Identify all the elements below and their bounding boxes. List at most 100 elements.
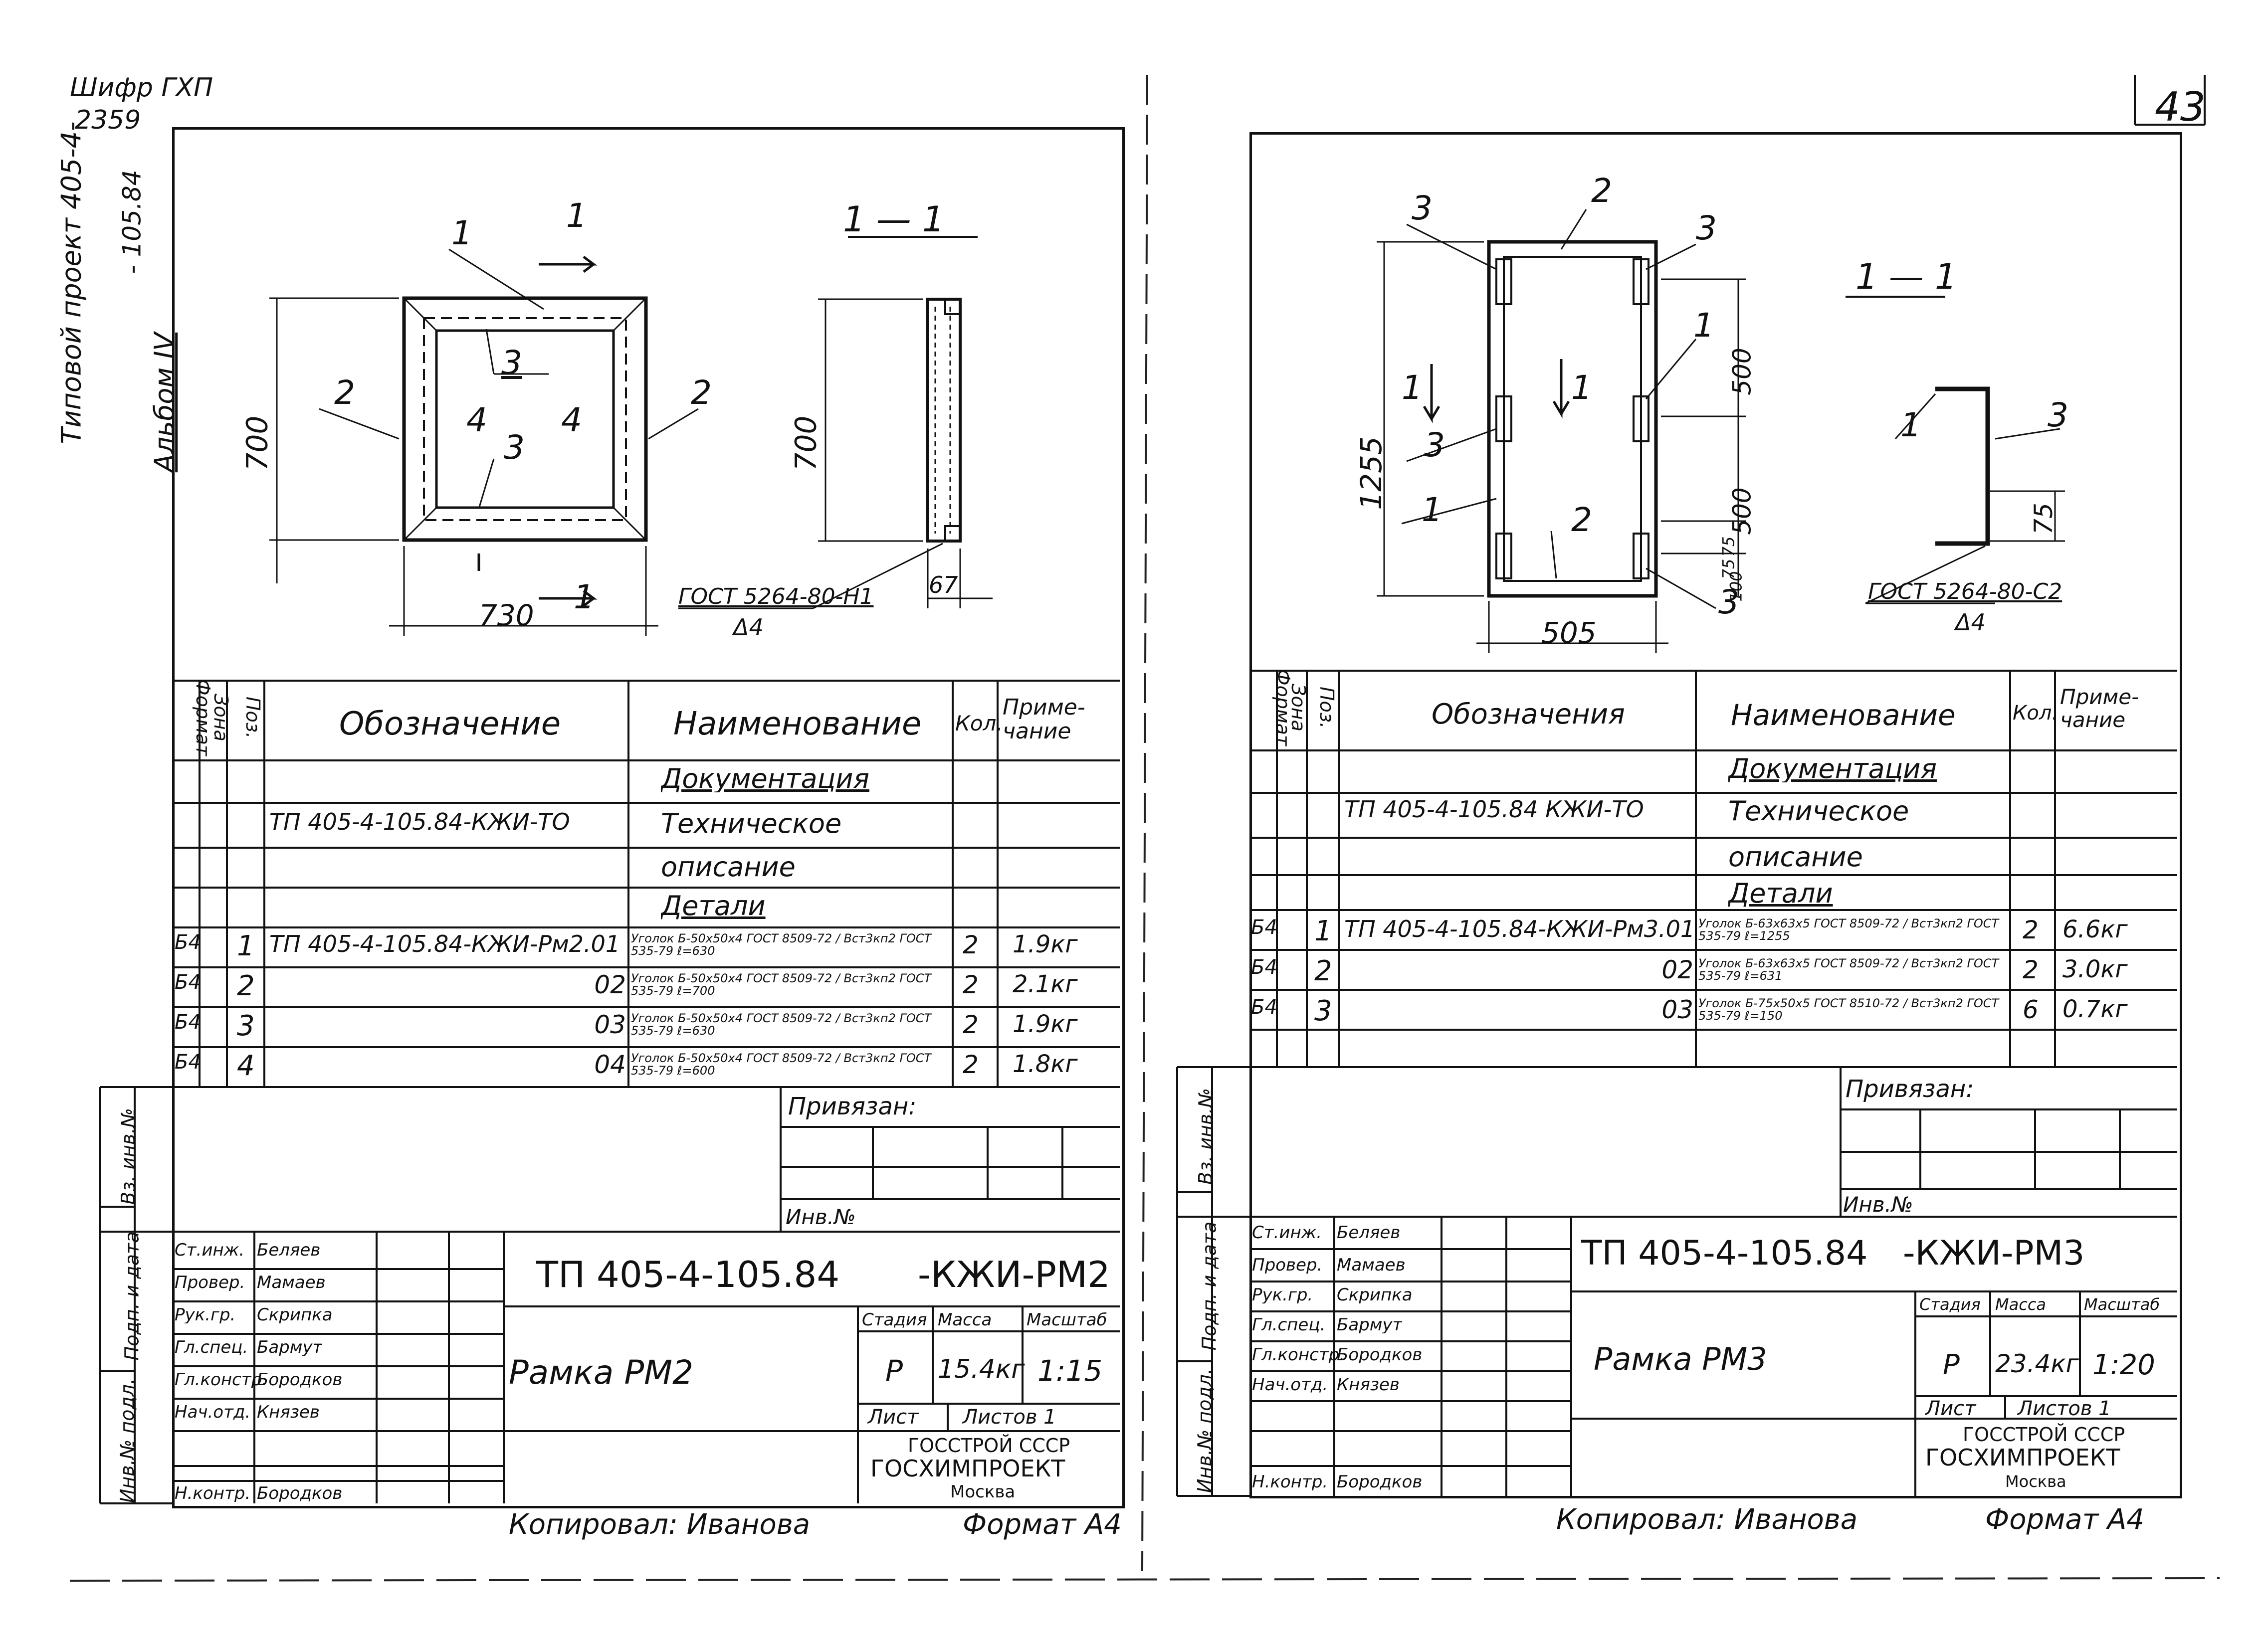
right-org-1: ГОССТРОЙ СССР: [1963, 1424, 2125, 1446]
right-doc-suffix: -КЖИ-РМ3: [1903, 1234, 2085, 1273]
left-dim-width: 730: [479, 598, 534, 632]
left-mass-hdr: Масса: [938, 1310, 992, 1330]
spec-cell-note: 1.9кг: [1013, 1012, 1078, 1036]
spec-cell-pos: 2: [237, 972, 255, 1000]
left-hdr-qty: Кол.: [955, 711, 1003, 735]
left-scale-hdr: Масштаб: [1027, 1310, 1107, 1330]
left-privyazan: Привязан:: [788, 1093, 917, 1120]
left-pos-2a: 2: [334, 373, 355, 412]
archive-number: 2359: [75, 105, 141, 135]
signature-role: Провер.: [1252, 1257, 1323, 1274]
spec-cell-name: Уголок Б-50х50х4 ГОСТ 8509-72 / Вст3кп2 …: [631, 972, 932, 998]
spec-cell-designation: 04: [594, 1052, 626, 1077]
spec-cell-designation: ТП 405-4-105.84-КЖИ-Рм2.01: [269, 932, 620, 955]
signature-name: Бородков: [1337, 1346, 1423, 1363]
spec-cell-name: Детали: [1728, 880, 1833, 907]
right-doc-code: ТП 405-4-105.84: [1581, 1234, 1868, 1273]
signature-name: Скрипка: [1337, 1286, 1413, 1303]
left-cut-mark-bottom: 1: [574, 578, 595, 616]
signature-name: Мамаев: [257, 1274, 326, 1291]
left-section-title: 1 — 1: [843, 199, 945, 240]
spec-cell-note: 1.9кг: [1013, 932, 1078, 956]
left-format: Формат А4: [963, 1508, 1122, 1541]
left-hdr-note: Приме-чание: [1003, 696, 1085, 744]
right-pos-3b: 3: [1696, 209, 1717, 247]
right-pos-3c: 3: [1424, 426, 1445, 464]
left-sheet: [172, 127, 1125, 1508]
right-scale: 1:20: [2092, 1349, 2155, 1381]
spec-cell-format: Б4: [175, 932, 201, 952]
left-org-1: ГОССТРОЙ СССР: [908, 1435, 1070, 1457]
left-sheet-label: Лист: [868, 1406, 919, 1429]
signature-name: Беляев: [257, 1242, 321, 1259]
left-pos-3b: 3: [504, 428, 525, 467]
signature-role: Рук.гр.: [1252, 1286, 1313, 1303]
right-pos-2b: 2: [1571, 501, 1592, 539]
right-scale-hdr: Масштаб: [2084, 1295, 2160, 1314]
spec-cell-note: 3.0кг: [2062, 957, 2128, 981]
right-cut-mark-center: 1: [1571, 368, 1592, 407]
signature-role: Н.контр.: [175, 1485, 251, 1502]
left-weld-note: ГОСТ 5264-80-Н1: [678, 584, 874, 609]
signature-name: Бармут: [1337, 1316, 1403, 1333]
left-stage: Р: [885, 1354, 903, 1388]
spec-cell-pos: 3: [1314, 997, 1332, 1025]
signature-name: Бородков: [257, 1371, 343, 1388]
spec-cell-name: Уголок Б-75х50х5 ГОСТ 8510-72 / Вст3кп2 …: [1698, 997, 1999, 1023]
spec-cell-qty: 2: [963, 932, 979, 957]
spec-cell-qty: 2: [963, 1052, 979, 1077]
left-pos-4a: 4: [466, 401, 487, 439]
spec-cell-format: Б4: [175, 1052, 201, 1072]
left-pos-2b: 2: [691, 373, 712, 412]
right-cut-mark-left: 1: [1402, 368, 1423, 407]
left-title: Рамка РМ2: [509, 1353, 694, 1392]
right-stamp-inv-podl: Инв.№ подл.: [1194, 1368, 1216, 1493]
left-section-view: [926, 298, 962, 543]
signature-role: Н.контр.: [1252, 1473, 1328, 1490]
spec-cell-designation: 02: [594, 972, 626, 997]
right-stage: Р: [1943, 1349, 1960, 1381]
right-pos-3a: 3: [1412, 189, 1433, 227]
spec-cell-designation: ТП 405-4-105.84-КЖИ-Рм3.01: [1344, 917, 1693, 940]
spec-cell-format: Б4: [1251, 917, 1277, 937]
signature-role: Гл.спец.: [1252, 1316, 1326, 1333]
right-privyazan: Привязан:: [1846, 1075, 1974, 1103]
left-org-3: Москва: [950, 1482, 1016, 1502]
spec-cell-pos: 4: [237, 1052, 255, 1080]
right-stamp-vz-inv: Вз. инв.№: [1194, 1088, 1217, 1185]
signature-role: Гл.констр.: [175, 1371, 267, 1388]
right-org-2: ГОСХИМПРОЕКТ: [1925, 1444, 2120, 1471]
right-copied: Копировал: Иванова: [1556, 1503, 1858, 1536]
left-dim-small: 67: [929, 571, 958, 598]
right-section-channel: [1935, 386, 1990, 546]
signature-role: Нач.отд.: [175, 1404, 251, 1421]
right-mass: 23.4кг: [1995, 1349, 2079, 1378]
spec-cell-name: описание: [661, 854, 796, 881]
right-pos-1c: 1: [1900, 406, 1921, 444]
spec-cell-qty: 6: [2023, 997, 2039, 1022]
right-hdr-name: Наименование: [1731, 698, 1956, 732]
right-pos-3e: 3: [2048, 396, 2068, 434]
left-hdr-name: Наименование: [673, 706, 922, 742]
right-stamp-podp: Подп. и дата: [1198, 1221, 1221, 1351]
spec-cell-designation: 03: [594, 1012, 626, 1037]
right-hdr-note: Приме-чание: [2060, 686, 2139, 732]
spec-cell-name: Техническое: [1728, 798, 1909, 825]
signature-name: Скрипка: [257, 1306, 333, 1323]
left-pos-3a: 3: [501, 344, 522, 382]
right-hdr-pos: Поз.: [1316, 686, 1338, 729]
signature-name: Мамаев: [1337, 1257, 1406, 1274]
spec-cell-name: описание: [1728, 844, 1863, 871]
right-hdr-designation: Обозначения: [1432, 698, 1625, 731]
signature-role: Провер.: [175, 1274, 245, 1291]
left-doc-code: ТП 405-4-105.84: [536, 1254, 840, 1295]
right-pos-1a: 1: [1693, 306, 1714, 345]
spec-cell-pos: 1: [237, 932, 255, 960]
right-pos-1b: 1: [1422, 491, 1443, 529]
signature-name: Бородков: [257, 1485, 343, 1502]
right-hdr-zone: Зона: [1287, 684, 1309, 732]
